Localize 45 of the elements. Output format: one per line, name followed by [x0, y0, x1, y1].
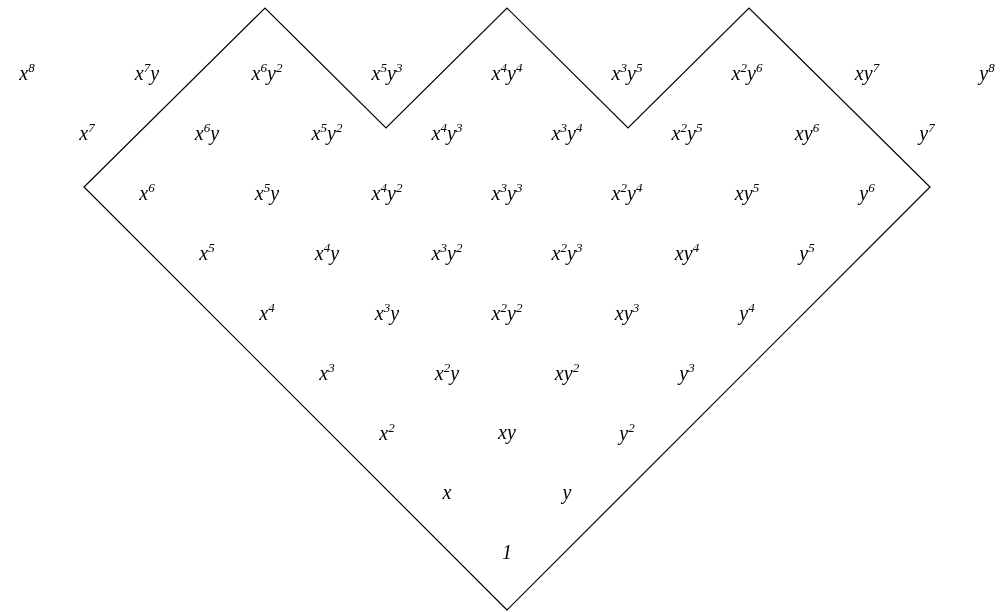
monomial-label: x$^{4}$: [259, 301, 275, 323]
monomial-label: y$^{6}$: [859, 181, 875, 203]
monomial-label: y$^{4}$: [739, 301, 755, 323]
monomial-label: x$^{2}$y$^{4}$: [611, 181, 643, 203]
monomial-label: xy$^{3}$: [614, 301, 640, 323]
monomial-label: x$^{6}$y$^{2}$: [251, 61, 283, 83]
monomial-label: x$^{4}$y$^{3}$: [431, 121, 463, 143]
monomial-label: x$^{2}$y$^{5}$: [671, 121, 703, 143]
monomial-label: y$^{3}$: [679, 361, 695, 383]
monomial-label: x$^{4}$y$^{4}$: [491, 61, 523, 83]
monomial-label: x: [442, 482, 452, 502]
monomial-label: y$^{8}$: [979, 61, 995, 83]
monomial-label: x$^{8}$: [19, 61, 35, 83]
monomial-label: x$^{2}$: [379, 421, 395, 443]
monomial-label: x$^{6}$y: [194, 121, 220, 143]
monomial-label: xy$^{7}$: [854, 61, 880, 83]
monomial-label: y$^{7}$: [919, 121, 935, 143]
monomial-label: 1: [502, 542, 512, 562]
monomial-label: y$^{5}$: [799, 241, 815, 263]
monomial-label: x$^{3}$: [319, 361, 335, 383]
monomial-label: x$^{3}$y$^{3}$: [491, 181, 523, 203]
monomial-label: x$^{4}$y$^{2}$: [371, 181, 403, 203]
monomial-label: x$^{2}$y$^{6}$: [731, 61, 763, 83]
monomial-label: xy$^{4}$: [674, 241, 700, 263]
monomial-label: x$^{3}$y: [374, 301, 400, 323]
monomial-label: xy$^{2}$: [554, 361, 580, 383]
monomial-label: x$^{3}$y$^{2}$: [431, 241, 463, 263]
monomial-label: x$^{2}$y$^{2}$: [491, 301, 523, 323]
monomial-label: xy: [498, 422, 516, 442]
monomial-label: x$^{5}$y$^{3}$: [371, 61, 403, 83]
monomial-label: x$^{2}$y: [434, 361, 460, 383]
monomial-label: x$^{7}$: [79, 121, 95, 143]
monomial-label: x$^{3}$y$^{5}$: [611, 61, 643, 83]
monomial-label: x$^{7}$y: [134, 61, 160, 83]
monomial-label: x$^{3}$y$^{4}$: [551, 121, 583, 143]
monomial-label: xy$^{6}$: [794, 121, 820, 143]
monomial-label: xy$^{5}$: [734, 181, 760, 203]
monomial-label: x$^{5}$y: [254, 181, 280, 203]
monomial-label: x$^{5}$: [199, 241, 215, 263]
monomial-label: y$^{2}$: [619, 421, 635, 443]
monomial-label: y: [562, 482, 572, 502]
monomial-label: x$^{5}$y$^{2}$: [311, 121, 343, 143]
monomial-label: x$^{6}$: [139, 181, 155, 203]
monomial-label: x$^{2}$y$^{3}$: [551, 241, 583, 263]
monomial-label: x$^{4}$y: [314, 241, 340, 263]
